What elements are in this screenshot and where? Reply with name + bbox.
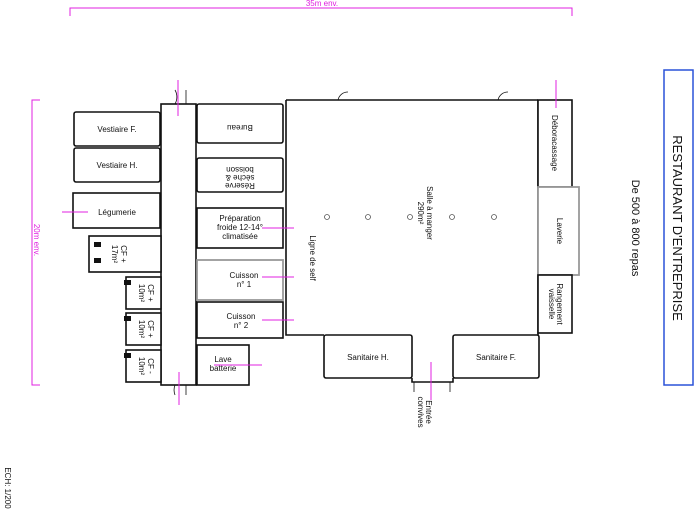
svg-text:CF +10m²: CF +10m² [137,320,155,339]
room-deboracassage [537,99,573,188]
room-sanitaire-h [323,334,413,379]
scale-label: ECH: 1/200 [3,467,12,509]
height-dimension: 20m env. [31,99,41,386]
room-label: Sanitaire F. [476,353,516,362]
room-legumerie [72,192,161,229]
room-label: Salle à manger290m² [416,186,434,240]
room-label: Vestiaire F. [97,125,136,134]
room-preparation [196,207,284,249]
room-vestiaire-h [73,147,161,183]
room-cf10c: CF -10m² [124,349,162,383]
room-label: Vestiaire H. [97,161,138,170]
room-cf10b: CF +10m² [124,312,162,346]
columns [324,214,497,220]
room-cf10a: CF +10m² [124,276,162,310]
room-label: Rangementvaisselle [547,283,564,325]
self-service-line-label: Ligne de self [308,235,317,281]
room-rangement [537,274,573,334]
room-label: Sanitaire H. [347,353,389,362]
corridor [160,103,197,386]
doors [173,80,509,405]
title-box [663,69,694,386]
width-dimension-label: 35m env. [306,0,338,8]
room-label: CF +17m² [110,245,128,264]
room-reserve [196,157,284,193]
room-bureau [196,103,284,144]
room-vestiaire-f [73,111,161,147]
plan-subtitle: De 500 à 800 repas [629,180,641,277]
svg-text:CF +10m²: CF +10m² [137,284,155,303]
svg-text:CF -10m²: CF -10m² [137,357,155,376]
height-dimension-label: 20m env. [32,224,41,256]
room-label: Réservesèche &boisson [225,165,255,190]
room-cuisson-1 [196,259,284,301]
room-label: Laverie [555,218,564,245]
room-label: Déboracassage [550,115,559,172]
room-label: Bureau [227,123,253,132]
room-label: Légumerie [98,208,136,217]
self-line-arrows [214,227,294,366]
width-dimension: 35m env. [69,0,573,16]
entrance-label[interactable]: Entréeconvives [416,396,433,427]
plan-title: RESTAURANT D'ENTREPRISE [670,135,685,321]
room-sanitaire-f [452,334,540,379]
